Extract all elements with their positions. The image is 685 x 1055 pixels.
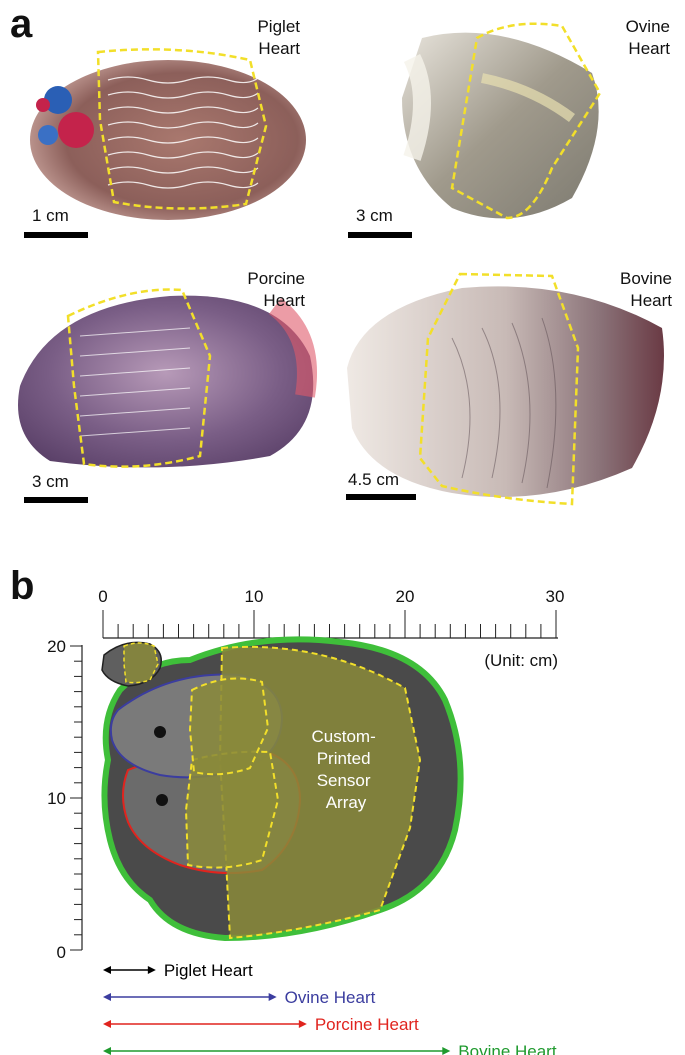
x-tick-label-20: 20 <box>396 587 415 606</box>
legend-label: Bovine Heart <box>458 1042 557 1055</box>
porcine-heart-label: Porcine Heart <box>200 268 305 312</box>
y-tick-label-10: 10 <box>47 789 66 808</box>
bovine-heart-label: Bovine Heart <box>570 268 672 312</box>
x-ruler-ticks <box>102 610 557 638</box>
y-tick-label-0: 0 <box>57 943 66 962</box>
sensor-label-line2: Printed <box>317 749 371 768</box>
piglet-scalebar <box>24 232 88 238</box>
bovine-scale-text: 4.5 cm <box>348 470 400 489</box>
porcine-sensor-region <box>184 750 280 869</box>
heart-size-diagram: 0 10 20 30 20 10 0 (Unit: cm) Custom- Pr… <box>47 587 565 1055</box>
legend-arrow-head-right <box>298 1020 307 1028</box>
bovine-scalebar <box>346 494 416 500</box>
porcine-label-line1: Porcine <box>247 269 305 288</box>
legend-arrow-head-left <box>103 1020 111 1028</box>
x-tick-label-10: 10 <box>245 587 264 606</box>
legend-arrow-head-right <box>147 966 156 974</box>
ovine-heart-dot <box>154 726 166 738</box>
x-tick-label-30: 30 <box>546 587 565 606</box>
ovine-heart-photo <box>402 22 602 220</box>
ovine-scalebar <box>348 232 412 238</box>
legend-label: Ovine Heart <box>285 988 376 1007</box>
ovine-heart-label: Ovine Heart <box>575 16 670 60</box>
ovine-scale-text: 3 cm <box>356 206 393 225</box>
porcine-scale-text: 3 cm <box>32 472 69 491</box>
porcine-label-line2: Heart <box>263 291 305 310</box>
sensor-label-line1: Custom- <box>312 727 376 746</box>
piglet-heart-label: Piglet Heart <box>210 16 300 60</box>
x-tick-label-0: 0 <box>98 587 107 606</box>
ovine-label-line2: Heart <box>628 39 670 58</box>
legend-arrow-head-left <box>103 966 111 974</box>
legend-arrow: Ovine Heart <box>103 988 376 1007</box>
porcine-heart-photo <box>18 288 317 468</box>
piglet-label-line1: Piglet <box>257 17 300 36</box>
legend-arrow-head-left <box>103 993 111 1001</box>
piglet-label-line2: Heart <box>258 39 300 58</box>
sensor-array-label: Custom- Printed Sensor Array <box>312 727 381 812</box>
porcine-scalebar <box>24 497 88 503</box>
panel-a-letter: a <box>10 2 33 46</box>
sensor-label-line3: Sensor <box>317 771 371 790</box>
legend-label: Porcine Heart <box>315 1015 419 1034</box>
legend-label: Piglet Heart <box>164 961 253 980</box>
ovine-sensor-region <box>188 677 270 776</box>
piglet-heart-photo <box>30 48 306 220</box>
legend-arrow: Piglet Heart <box>103 961 253 980</box>
y-ruler-ticks <box>70 645 82 951</box>
piglet-scale-text: 1 cm <box>32 206 69 225</box>
sensor-label-line4: Array <box>326 793 367 812</box>
bovine-sensor-region <box>218 645 422 940</box>
legend-arrow-head-left <box>103 1047 111 1055</box>
bovine-heart-photo <box>347 272 664 506</box>
ovine-label-line1: Ovine <box>625 17 670 36</box>
y-tick-label-20: 20 <box>47 637 66 656</box>
legend-arrow-head-right <box>268 993 277 1001</box>
legend-arrow: Bovine Heart <box>103 1042 557 1055</box>
bovine-label-line2: Heart <box>630 291 672 310</box>
panel-b-letter: b <box>10 564 35 608</box>
bovine-label-line1: Bovine <box>620 269 672 288</box>
unit-label: (Unit: cm) <box>484 651 558 670</box>
porcine-heart-dot <box>156 794 168 806</box>
legend-arrow: Porcine Heart <box>103 1015 419 1034</box>
piglet-sensor-region <box>123 642 159 684</box>
legend-arrow-head-right <box>442 1047 451 1055</box>
